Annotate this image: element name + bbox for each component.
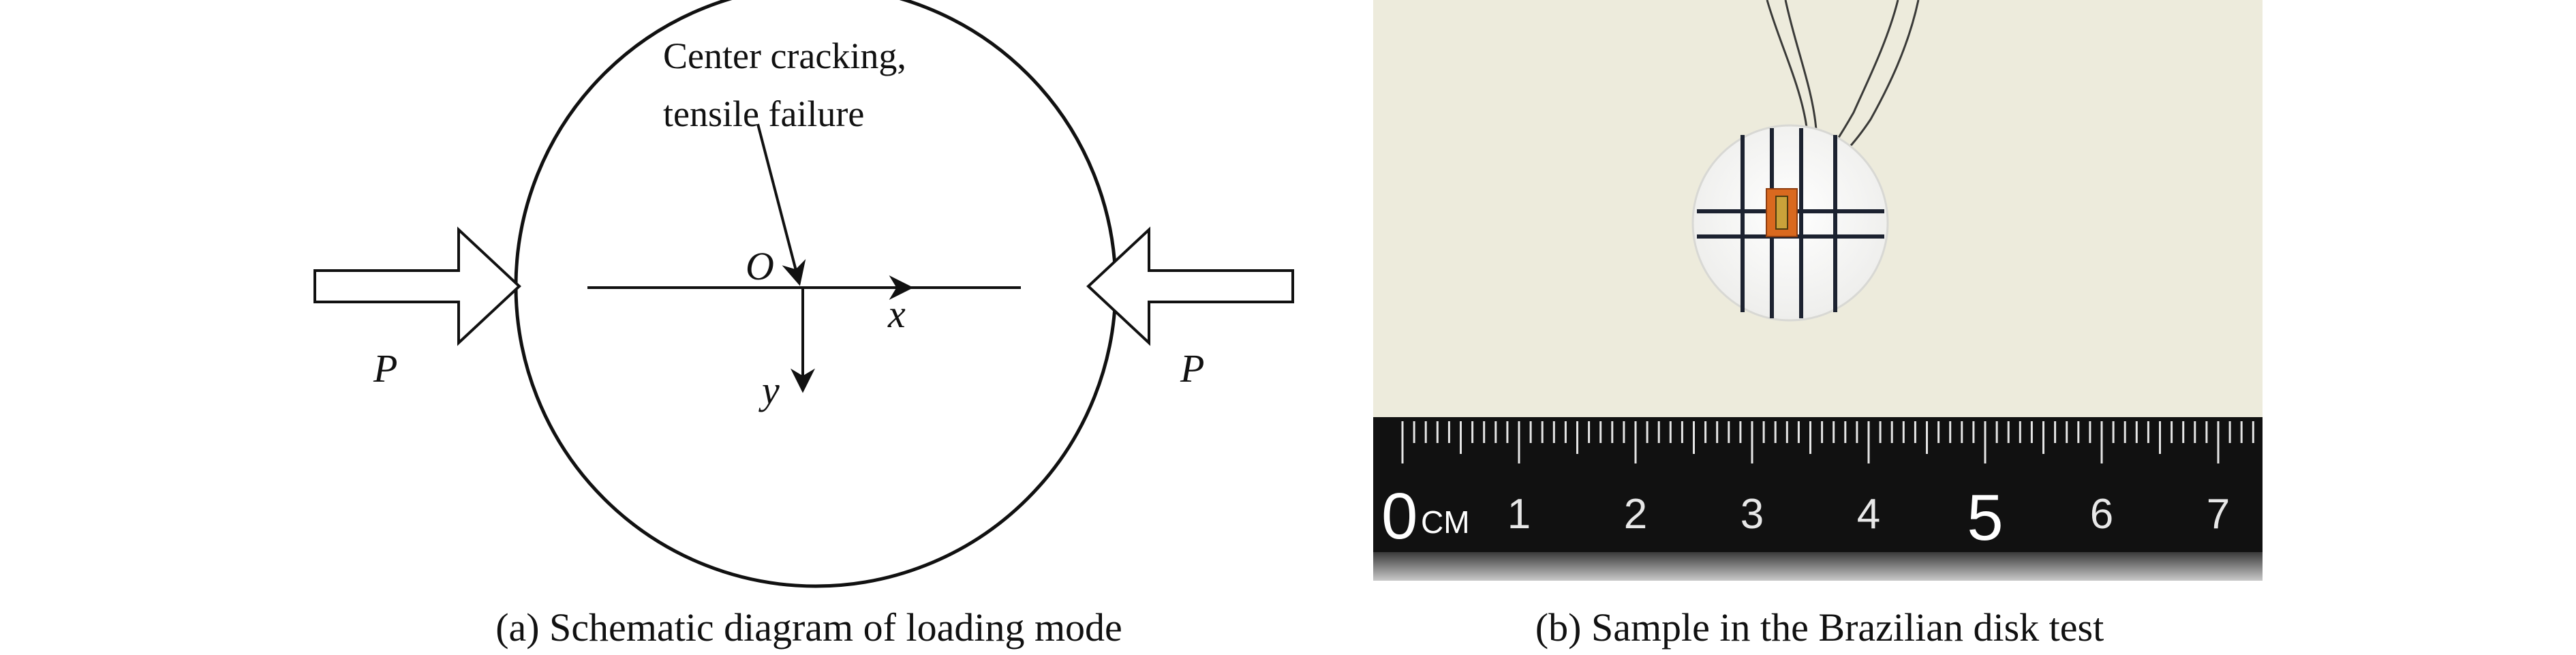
ruler-number: 7 (2207, 491, 2230, 538)
ruler-numbers: 1 2 3 4 5 6 7 (1507, 481, 2230, 554)
x-axis-label: x (887, 292, 906, 336)
disk-outline (514, 0, 1118, 588)
load-left-label: P (373, 346, 397, 391)
annotation-pointer-arrow (756, 123, 806, 286)
annotation-line-1: Center cracking, (663, 35, 906, 76)
load-arrow-right (1086, 226, 1294, 346)
load-right-label: P (1180, 346, 1204, 391)
ruler-number: 2 (1624, 491, 1647, 538)
ruler-number: 3 (1741, 491, 1764, 538)
ruler-number: 6 (2090, 491, 2113, 538)
annotation-line-2: tensile failure (663, 93, 864, 134)
ruler-zero-label: 0 (1381, 480, 1417, 553)
ruler-number: 5 (1967, 481, 2003, 554)
panel-b-photo: 0 CM 1 2 3 4 5 6 7 (b) Sample in the Brazilian… (1373, 0, 2263, 650)
y-axis-label: y (758, 368, 780, 412)
caption-a: (a) Schematic diagram of loading mode (495, 605, 1122, 650)
strain-gauge-grid (1775, 196, 1788, 230)
load-arrow-left (313, 226, 521, 346)
ruler-number: 4 (1857, 491, 1880, 538)
origin-label: O (746, 244, 774, 288)
ruler-number: 1 (1507, 491, 1531, 538)
caption-b: (b) Sample in the Brazilian disk test (1535, 605, 2104, 650)
ruler-unit-label: CM (1421, 504, 1470, 540)
panel-a-schematic: Center cracking, tensile failure O x y P… (313, 0, 1294, 650)
ruler-ticks (1401, 421, 2254, 463)
ruler-edge (1373, 552, 2263, 581)
